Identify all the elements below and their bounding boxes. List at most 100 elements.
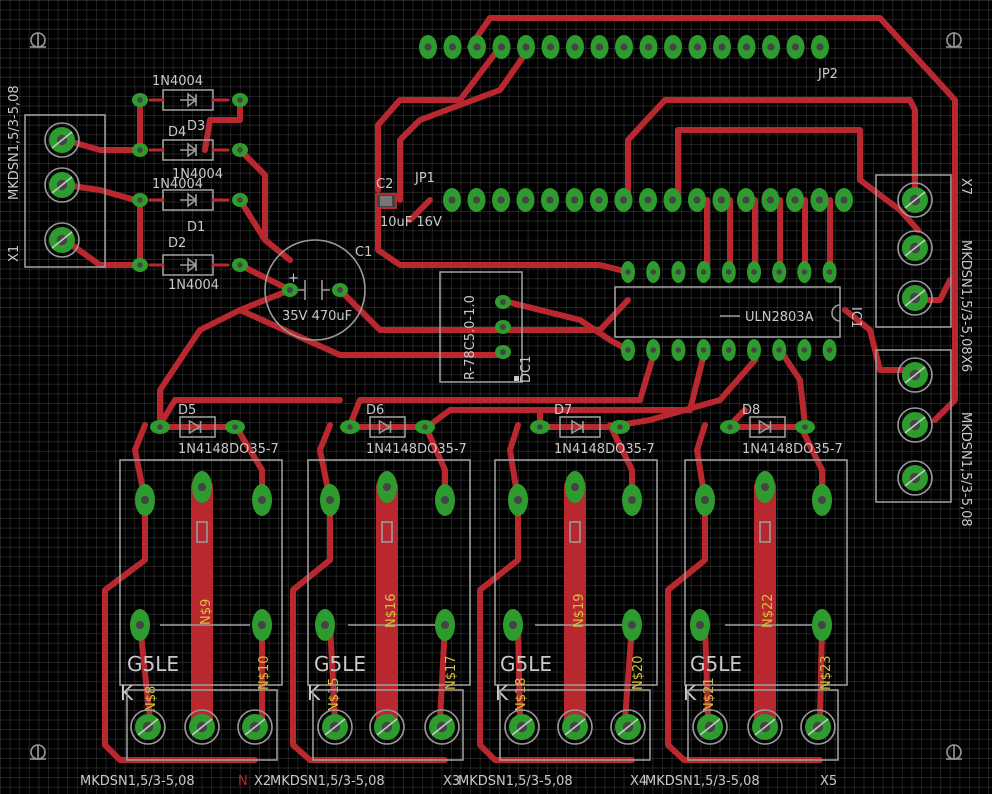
jp2-pin (713, 35, 731, 59)
diode-pad (795, 420, 815, 434)
ic-pin (621, 261, 635, 283)
capacitor-c1[interactable]: + C1 35V 470uF (264, 239, 372, 341)
relay-pad (755, 471, 775, 503)
d5-value-label: 1N4148DO35-7 (178, 442, 279, 457)
relay-pad (192, 471, 212, 503)
relay-pad (508, 484, 528, 516)
jp1-pin (688, 188, 706, 212)
diode-pad (232, 93, 248, 107)
relay-pad (812, 609, 832, 641)
jp1-pin (835, 188, 853, 212)
regulator-name-label: DC1 (519, 356, 534, 383)
jp1-pin (516, 188, 535, 212)
relay-4-prefix: K (683, 681, 697, 705)
relay-1-type-label: G5LE (127, 652, 179, 676)
ic-pin (671, 339, 686, 361)
jp1-pin (786, 188, 804, 212)
header-jp1 (443, 188, 853, 212)
relay-pad (503, 609, 523, 641)
diode-pad (720, 420, 740, 434)
relay-pad (565, 471, 585, 503)
diode-pad (150, 420, 170, 434)
relay-1-signal-c: N$10 (257, 655, 272, 690)
diode-pad (132, 258, 148, 272)
terminal-block (312, 689, 464, 761)
relay-pad (622, 484, 642, 516)
diode-pad (132, 193, 148, 207)
jp2-pin (566, 35, 584, 59)
relay-pad (622, 609, 642, 641)
regulator-dc1[interactable]: R-78C5.0-1.0 DC1 (439, 271, 534, 383)
terminal-block (499, 689, 651, 761)
terminal-block (875, 349, 952, 503)
relay-3-signal-b: N$19 (572, 593, 587, 628)
flyback-diode (530, 416, 630, 438)
relay-pad (435, 484, 455, 516)
diode-pad (610, 420, 630, 434)
jp2-pin (615, 35, 633, 59)
c2-value-label: 10uF 16V (380, 215, 442, 230)
jp2-pin (590, 35, 609, 59)
relay-pad (690, 609, 710, 641)
flyback-diodes (150, 416, 815, 438)
diode-pad (530, 420, 550, 434)
regulator-value-label: R-78C5.0-1.0 (463, 295, 478, 380)
capacitor-c2[interactable]: C2 10uF 16V (375, 177, 442, 230)
ic-value-label: ULN2803A (745, 310, 814, 325)
jp2-pin (762, 35, 780, 59)
x6-value-label: MKDSN1,5/3-5,08 (958, 412, 973, 527)
x4-name-label: X4 (630, 774, 647, 789)
ic-pin (772, 261, 787, 283)
d7-value-label: 1N4148DO35-7 (554, 442, 655, 457)
jp1-pin (614, 188, 633, 212)
diode-pad (415, 420, 435, 434)
x5-value-label: MKDSN1,5/3-5,08 (645, 774, 760, 789)
x7-value-label: MKDSN1,5/3-5,08 (958, 240, 973, 355)
relay-pad (435, 609, 455, 641)
jp1-pin (737, 188, 755, 212)
jp2-pin (688, 35, 707, 59)
c1-name-label: C1 (355, 245, 372, 260)
relay-outline (494, 459, 658, 686)
relay-pad (377, 471, 397, 503)
rectifier-diode (132, 89, 248, 111)
ic-pin (696, 261, 711, 283)
ic-pin (721, 261, 736, 283)
d3-name-label: D3 (187, 119, 205, 134)
d5-name-label: D5 (178, 403, 196, 418)
d2-name-label: D2 (168, 236, 186, 251)
diode-pad (340, 420, 360, 434)
relay-4-signal-b: N$22 (761, 593, 776, 628)
flyback-diode (150, 416, 245, 438)
c1-value-label: 35V 470uF (282, 309, 352, 324)
relay-pad (252, 484, 272, 516)
jp2-pin (492, 35, 511, 59)
jp2-pin (737, 35, 756, 59)
diode-pad (232, 258, 248, 272)
relay-2-signal-a: N$15 (327, 677, 342, 712)
x6-name-label: X6 (958, 355, 973, 372)
jp1-pin (712, 188, 731, 212)
jp2-pin (786, 35, 805, 59)
relay-3-type-label: G5LE (500, 652, 552, 676)
d6-name-label: D6 (366, 403, 384, 418)
ic-pin (797, 261, 812, 283)
jp2-pin (419, 35, 437, 59)
relay-outline (119, 459, 283, 686)
jp1-pin (541, 188, 559, 212)
flyback-diode (720, 416, 815, 438)
ic-uln2803a[interactable]: ULN2803A IC1 (614, 261, 863, 361)
diode-pad (232, 193, 248, 207)
ic-pin (747, 261, 761, 283)
relay-pad (812, 484, 832, 516)
relay-pad (252, 609, 272, 641)
diode-pad (232, 143, 248, 157)
relay-pad (695, 484, 715, 516)
relay-4-type-label: G5LE (690, 652, 742, 676)
x5-name-label: X5 (820, 774, 837, 789)
x4-value-label: MKDSN1,5/3-5,08 (458, 774, 573, 789)
x2-value-label: MKDSN1,5/3-5,08 (80, 774, 195, 789)
ic-pin (621, 339, 635, 361)
ic-pin (671, 261, 686, 283)
